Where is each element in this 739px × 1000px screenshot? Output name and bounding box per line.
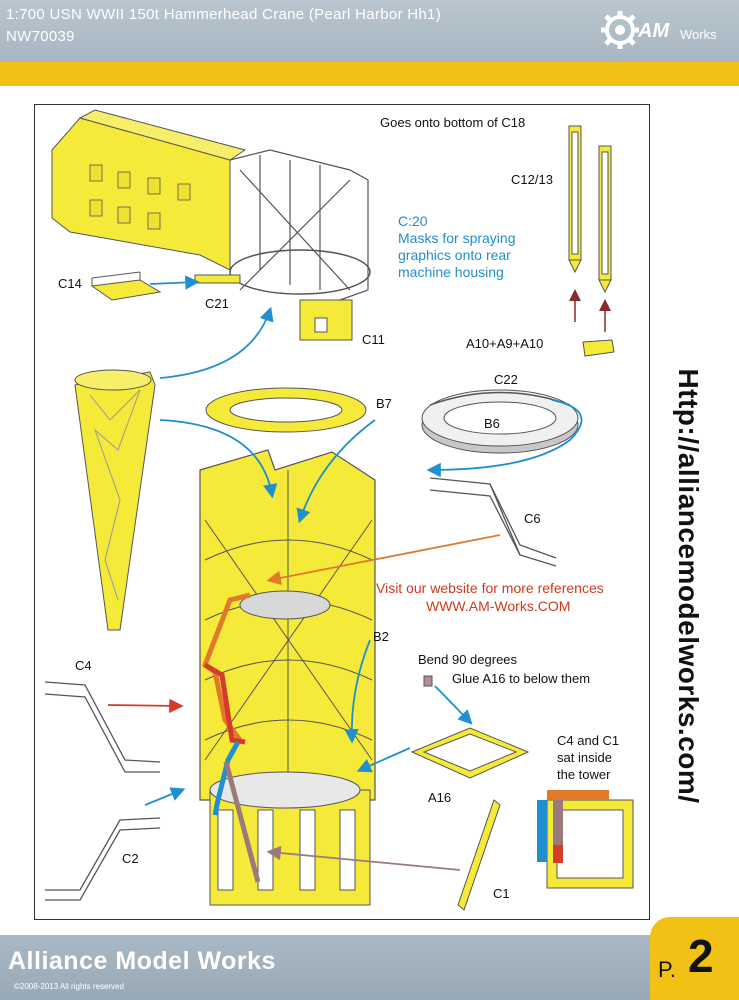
page-number-box: P. 2	[650, 917, 739, 1000]
label-c20-line3: machine housing	[398, 264, 504, 280]
part-c21	[194, 274, 241, 284]
label-b6: B6	[484, 416, 500, 431]
tower-structure	[199, 449, 376, 906]
label-glue: Glue A16 to below them	[452, 671, 590, 686]
machine-house-part	[51, 109, 371, 341]
label-c4c1-3: the tower	[557, 767, 611, 782]
gear-icon	[601, 11, 639, 49]
footer-bar: Alliance Model Works ©2008-2013 All righ…	[0, 935, 739, 1000]
logo-works: Works	[680, 27, 717, 42]
label-b2: B2	[373, 629, 389, 644]
label-c4c1-2: sat inside	[557, 750, 612, 765]
logo-am: AM	[638, 20, 670, 42]
label-visit: Visit our website for more references	[376, 580, 604, 596]
am-works-logo: AM Works	[600, 10, 725, 52]
label-c4: C4	[75, 658, 92, 673]
label-c20: C:20	[398, 213, 428, 229]
label-c11: C11	[362, 332, 385, 347]
label-b7: B7	[376, 396, 392, 411]
kit-title: 1:700 USN WWII 150t Hammerhead Crane (Pe…	[6, 6, 441, 23]
label-c2: C2	[122, 851, 139, 866]
kit-code: NW70039	[6, 28, 75, 45]
part-c14	[90, 271, 162, 301]
accent-band	[0, 62, 739, 86]
page-prefix: P.	[658, 957, 676, 982]
footer-copyright: ©2008-2013 All rights reserved	[14, 982, 124, 991]
website-url-text: Http://alliancemodelworks.com/	[673, 368, 704, 804]
label-c20-line2: graphics onto rear	[398, 247, 511, 263]
part-c12-c13	[568, 125, 612, 294]
label-a10: A10+A9+A10	[466, 336, 543, 351]
label-a16: A16	[428, 790, 451, 805]
label-c12-13: C12/13	[511, 172, 553, 187]
label-c4c1-1: C4 and C1	[557, 733, 619, 748]
part-c6	[429, 477, 557, 567]
label-c14: C14	[58, 276, 82, 291]
part-c1	[457, 799, 501, 911]
website-url-vertical: Http://alliancemodelworks.com/	[668, 330, 708, 850]
page-number: 2	[688, 930, 714, 982]
label-c20-line1: Masks for spraying	[398, 230, 515, 246]
label-bend: Bend 90 degrees	[418, 652, 518, 667]
label-c6: C6	[524, 511, 541, 526]
label-c22: C22	[494, 372, 518, 387]
label-c1: C1	[493, 886, 510, 901]
footer-brand: Alliance Model Works	[8, 947, 276, 975]
header-bar: 1:700 USN WWII 150t Hammerhead Crane (Pe…	[0, 0, 739, 62]
part-a10-a9	[582, 339, 615, 357]
tower-inset-diagram	[537, 790, 634, 889]
part-c22-b6	[421, 389, 579, 454]
label-website: WWW.AM-Works.COM	[426, 598, 570, 614]
label-c21: C21	[205, 296, 229, 311]
label-goes-onto: Goes onto bottom of C18	[380, 115, 525, 130]
part-boom-column	[74, 369, 156, 631]
part-c2	[45, 817, 161, 901]
part-c4	[44, 681, 161, 773]
part-a16	[410, 727, 530, 779]
